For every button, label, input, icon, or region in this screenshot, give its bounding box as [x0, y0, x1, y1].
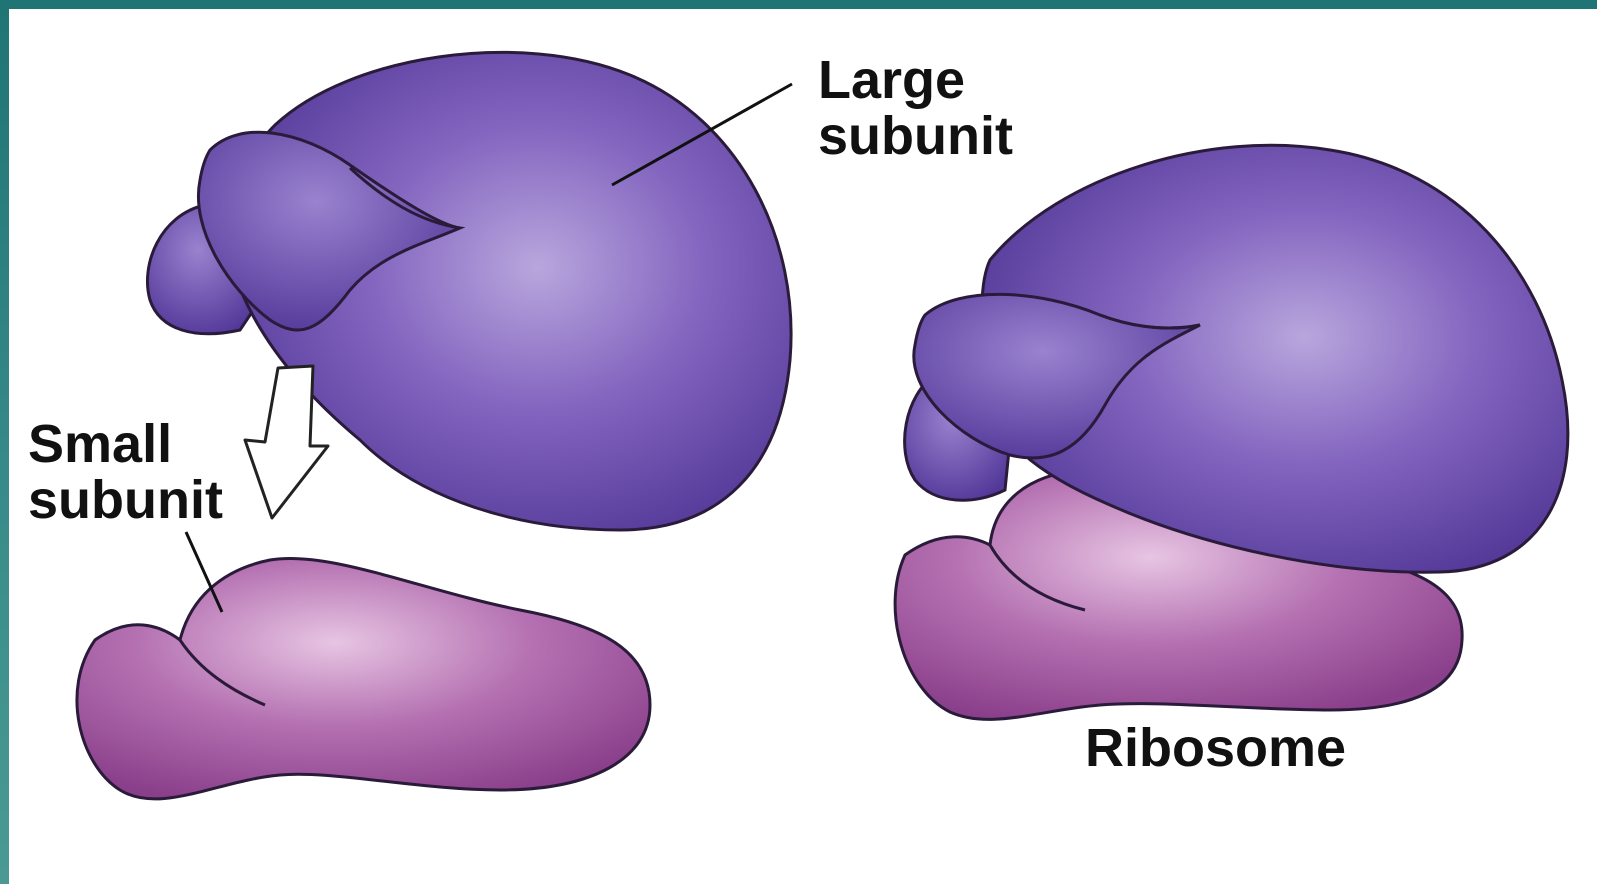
label-large-line1: Large — [818, 50, 965, 110]
label-small-line1: Small — [28, 414, 172, 474]
label-large-line2: subunit — [818, 106, 1013, 166]
ribosome — [895, 145, 1568, 719]
small-subunit-body — [77, 558, 650, 798]
label-small-line2: subunit — [28, 470, 223, 530]
label-ribosome: Ribosome — [1085, 720, 1346, 776]
small-subunit — [77, 558, 650, 798]
